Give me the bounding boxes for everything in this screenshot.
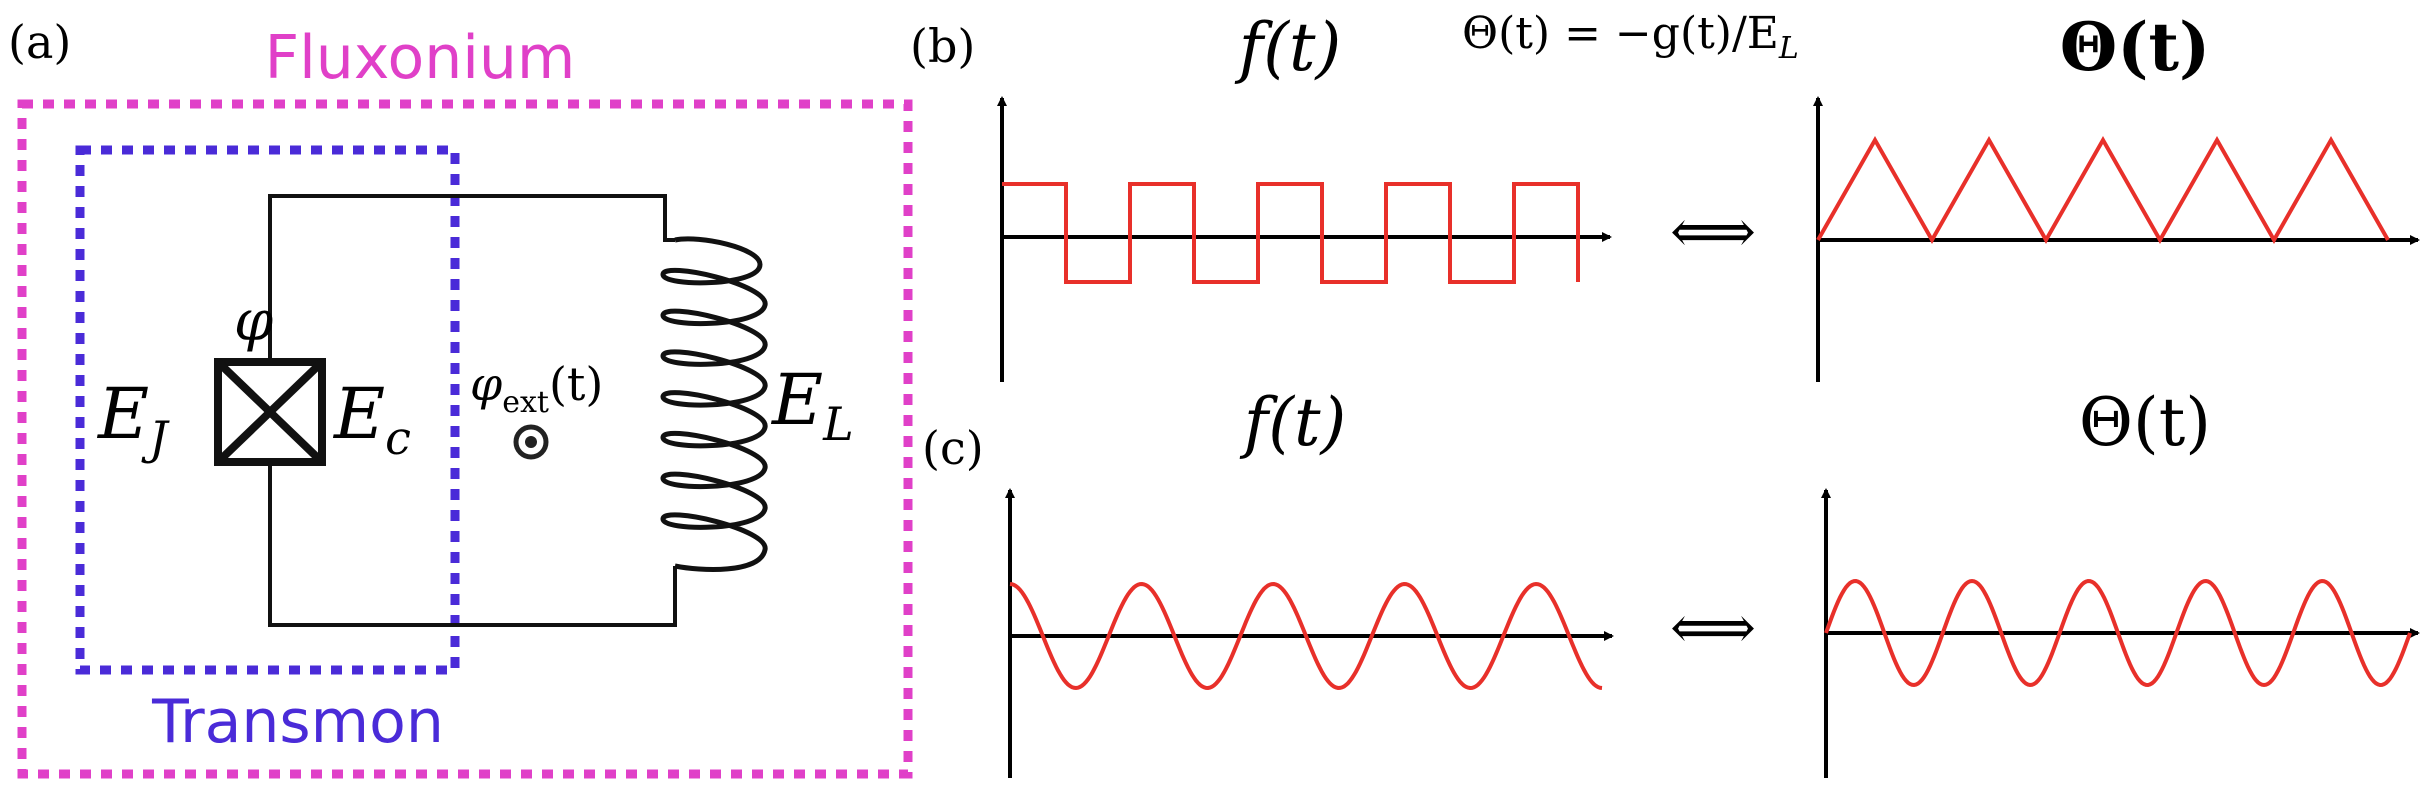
panel-c-right-axes [1821,488,2420,778]
panel-b-right-axes [1813,96,2420,382]
el-label: EL [770,359,854,451]
panel-c: (c) f(t) Θ(t) ⟺ [922,384,2420,778]
panel-b-equation: Θ(t) = −g(t)/EL [1462,8,1799,66]
panel-c-left-cosine-wave [1009,581,1603,691]
panel-b-right-triangle-wave [1816,135,2390,245]
el-main: E [770,359,823,441]
phase-label: φ [234,289,273,354]
panel-a: (a) Fluxonium Transmon φ EJ [8,15,913,779]
ext-flux-sub: ext [502,385,549,420]
ext-flux-label: φext(t) [470,357,603,420]
panel-c-left-title: f(t) [1239,384,1346,461]
panel-b-right-title: Θ(t) [2060,8,2210,86]
ej-main: E [96,373,149,455]
ec-main: E [332,373,385,455]
fluxonium-boundary [17,99,913,779]
el-sub: L [822,397,854,451]
panel-b: (b) f(t) Θ(t) = −g(t)/EL Θ(t) ⟺ [910,8,2420,382]
ej-label: EJ [96,373,170,465]
panel-c-equivalence-arrow: ⟺ [1670,593,1756,663]
fluxonium-label: Fluxonium [265,23,576,93]
panel-c-right-sine-wave [1824,578,2412,688]
panel-a-label: (a) [8,15,71,69]
panel-c-right-title: Θ(t) [2079,384,2211,461]
flux-symbol-icon [513,424,549,460]
panel-b-label: (b) [910,19,975,73]
josephson-junction [214,358,326,466]
ec-label: Ec [332,373,411,465]
panel-b-left-square-wave [1002,182,1580,284]
inductor-coil [660,236,768,572]
ext-flux-arg: (t) [549,357,603,411]
panel-c-left-axes [1005,488,1614,778]
ext-flux-main: φ [470,357,503,411]
transmon-label: Transmon [151,687,444,757]
panel-b-equation-sub: L [1778,31,1799,66]
panel-b-left-title: f(t) [1234,9,1341,86]
panel-c-label: (c) [922,421,984,475]
circuit-wires [268,194,677,627]
panel-b-equivalence-arrow: ⟺ [1670,197,1756,267]
panel-b-left-axes [997,96,1612,382]
panel-b-equation-main: Θ(t) = −g(t)/E [1462,8,1779,59]
ec-sub: c [385,411,411,465]
transmon-boundary [75,145,460,675]
